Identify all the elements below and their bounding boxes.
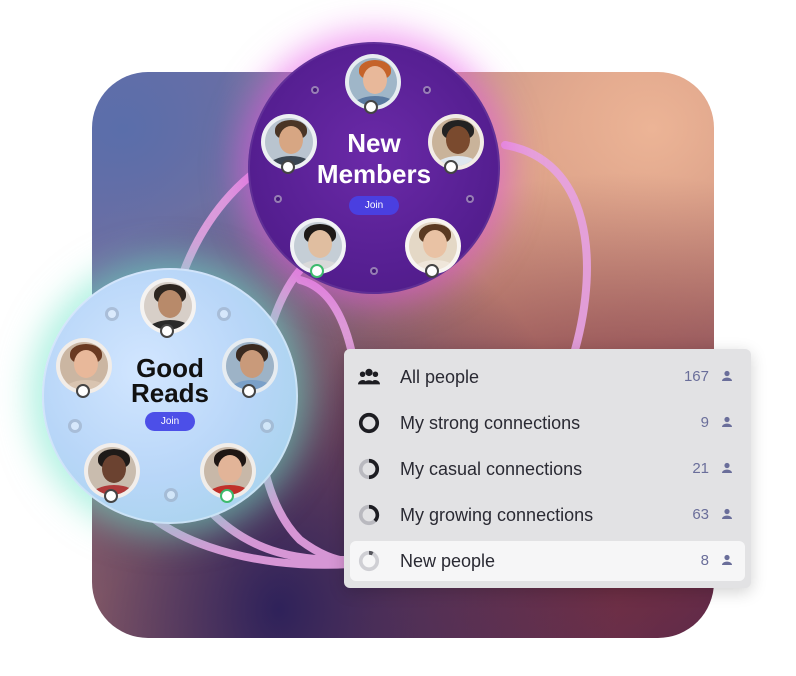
filter-item-growing-connections[interactable]: My growing connections 63 — [350, 495, 745, 535]
connection-badge-icon — [242, 384, 256, 398]
ring-full-icon — [358, 412, 380, 434]
connection-badge-icon — [220, 489, 234, 503]
person-icon — [722, 462, 732, 473]
new-members-circle[interactable]: New Members Join — [248, 42, 500, 294]
person-icon — [722, 416, 732, 427]
empty-slot-dot — [370, 267, 378, 275]
connection-badge-icon — [281, 160, 295, 174]
filter-item-count: 9 — [700, 414, 709, 431]
connection-badge-icon — [364, 100, 378, 114]
good-reads-join-button[interactable]: Join — [145, 412, 195, 431]
empty-slot-dot — [466, 195, 474, 203]
filter-item-count: 167 — [683, 368, 709, 385]
good-reads-circle[interactable]: Good Reads Join — [42, 268, 298, 524]
member-avatar[interactable] — [84, 443, 140, 499]
filter-item-count: 63 — [692, 506, 709, 523]
connection-badge-icon — [160, 324, 174, 338]
empty-slot-dot — [423, 86, 431, 94]
empty-slot-dot — [274, 195, 282, 203]
filter-item-all-people[interactable]: All people 167 — [350, 357, 745, 397]
connector-curve — [501, 141, 591, 354]
empty-slot-dot — [260, 419, 274, 433]
empty-slot-dot — [311, 86, 319, 94]
empty-slot-dot — [164, 488, 178, 502]
filter-item-count: 21 — [692, 460, 709, 477]
person-icon — [722, 508, 732, 519]
person-icon — [722, 554, 732, 565]
connection-badge-icon — [444, 160, 458, 174]
connection-badge-icon — [104, 489, 118, 503]
filter-item-count: 8 — [700, 552, 709, 569]
connection-badge-icon — [425, 264, 439, 278]
filter-item-label: My casual connections — [400, 459, 583, 479]
new-members-title: New Members — [316, 128, 432, 189]
empty-slot-dot — [105, 307, 119, 321]
filter-item-casual-connections[interactable]: My casual connections 21 — [350, 449, 745, 489]
people-filter-panel: All people 167 My strong connections 9 M… — [344, 349, 751, 588]
filter-item-new-people[interactable]: New people 8 — [350, 541, 745, 581]
empty-slot-dot — [68, 419, 82, 433]
filter-item-label: New people — [400, 551, 496, 571]
empty-slot-dot — [217, 307, 231, 321]
filter-item-strong-connections[interactable]: My strong connections 9 — [350, 403, 745, 443]
person-icon — [722, 370, 732, 381]
new-members-join-button[interactable]: Join — [349, 196, 399, 215]
good-reads-title: Good Reads — [130, 353, 210, 408]
member-avatar[interactable] — [140, 278, 196, 334]
connection-badge-icon — [310, 264, 324, 278]
ring-faint-icon — [358, 550, 380, 572]
filter-item-label: My growing connections — [400, 505, 594, 525]
filter-item-label: All people — [400, 367, 480, 387]
people-group-icon — [358, 368, 380, 385]
connection-badge-icon — [76, 384, 90, 398]
filter-item-label: My strong connections — [400, 413, 581, 433]
ring-half-icon — [358, 458, 380, 480]
ring-partial-icon — [358, 504, 380, 526]
